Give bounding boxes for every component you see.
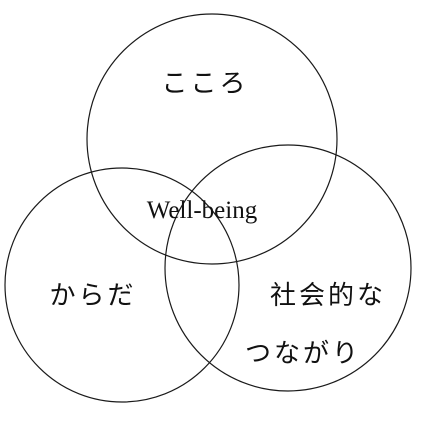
- label-social-line2: つながり: [245, 339, 361, 369]
- circle-social: [164, 144, 412, 392]
- label-social-line1: 社会的な: [270, 281, 386, 311]
- label-kokoro: こころ: [161, 69, 248, 99]
- label-karada: からだ: [49, 281, 136, 311]
- label-wellbeing: Well-being: [147, 197, 258, 224]
- circle-kokoro: [86, 13, 338, 265]
- circle-karada: [4, 167, 240, 403]
